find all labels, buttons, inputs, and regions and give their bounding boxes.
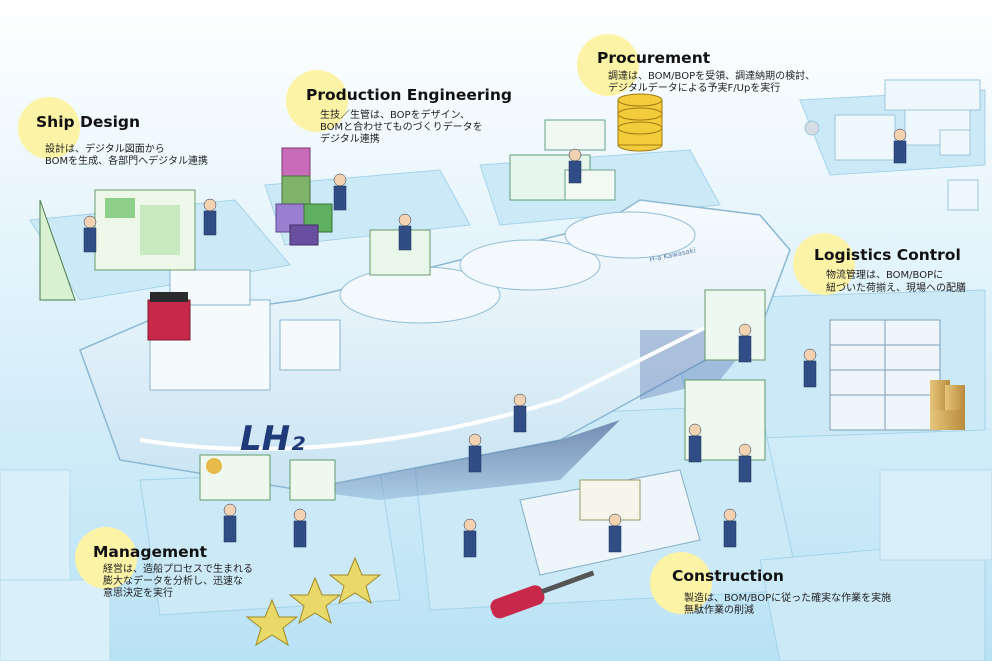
station-desc-line: デジタル連携 — [320, 134, 380, 145]
deck-tanks — [339, 211, 696, 324]
station-desc-line: デジタルデータによる予実F/Upを実行 — [608, 83, 781, 94]
worker-figure — [203, 198, 217, 236]
ship-design-props — [39, 189, 196, 301]
tank-2 — [459, 239, 601, 291]
gold-stars — [245, 556, 382, 647]
station-desc-line: 生技／生管は、BOPをデザイン、 — [320, 110, 470, 121]
block-stack-1 — [281, 147, 311, 177]
yellow-dot — [577, 34, 639, 96]
yellow-dot — [650, 552, 712, 614]
management-props — [199, 454, 382, 647]
ship-hull-shadow — [300, 420, 620, 500]
worker-figure — [723, 508, 737, 548]
construction-screen — [579, 479, 641, 521]
worker-figure — [568, 148, 582, 184]
triangle-ruler-icon — [39, 199, 76, 301]
station-title: Logistics Control — [814, 246, 961, 264]
star-1-icon — [245, 598, 299, 647]
station-desc-line: BOMと合わせてものづくりデータを — [320, 122, 483, 133]
worker-figure — [468, 433, 482, 473]
station-desc-line: 無駄作業の削減 — [684, 605, 754, 616]
star-2-icon — [288, 576, 342, 625]
funnel-top — [150, 292, 188, 302]
funnel — [147, 299, 191, 341]
procurement-panel — [544, 119, 606, 151]
station-title: Production Engineering — [306, 86, 512, 104]
station-desc-line: 経営は、造船プロセスで生まれる — [103, 564, 253, 575]
hull-mark: LH₂ — [240, 419, 305, 459]
station-desc-line: 膨大なデータを分析し、迅速な — [103, 576, 243, 587]
station-desc-line: BOMを生成、各部門へデジタル連携 — [45, 156, 208, 167]
station-desc-line: 設計は、デジタル図面から — [45, 144, 165, 155]
station-desc-line: 調達は、BOM/BOPを受領、調達納期の検討、 — [608, 71, 816, 82]
yellow-dot — [286, 70, 348, 132]
shelf-1 — [884, 79, 981, 111]
pie-chart-icon — [206, 458, 222, 474]
coin-stack-icon — [617, 93, 663, 152]
station-title: Management — [93, 543, 208, 561]
worker-figure — [513, 393, 527, 433]
station-title: Procurement — [597, 49, 711, 67]
logistics-board — [704, 289, 766, 361]
station-desc-line: 物流管理は、BOM/BOPに — [826, 270, 944, 281]
star-3-icon — [328, 556, 382, 605]
station-desc-line: 製造は、BOM/BOPに従った確実な作業を実施 — [684, 593, 892, 604]
bolt-icon — [804, 120, 820, 136]
tank-3 — [564, 211, 696, 259]
worker-figure — [738, 443, 752, 483]
screwdriver-icon — [490, 570, 595, 619]
worker-figure — [893, 128, 907, 164]
mgmt-screen-2 — [289, 459, 336, 501]
worker-figure — [688, 423, 702, 463]
construction-props — [490, 379, 766, 619]
worker-figure — [83, 215, 97, 253]
block-left — [0, 469, 71, 581]
worker-figure — [293, 508, 307, 548]
block-stack-5 — [289, 224, 319, 246]
worker-figure — [333, 173, 347, 211]
worker-figure — [463, 518, 477, 558]
block-stack-2 — [281, 175, 311, 205]
design-screen-inner — [105, 198, 135, 218]
station-desc-line: 紐づいた荷揃え、現場への配膳 — [826, 283, 966, 294]
deck-house — [279, 319, 341, 371]
station-title: Construction — [672, 567, 784, 585]
design-screen-inner-2 — [140, 205, 180, 255]
crate-2 — [947, 179, 979, 211]
right-top-props — [804, 79, 981, 211]
workers — [83, 128, 907, 558]
worker-figure — [803, 348, 817, 388]
worker-figure — [223, 503, 237, 543]
block-left-low — [0, 579, 111, 661]
station-desc-line: 意思決定を実行 — [103, 588, 173, 599]
cad-screen — [834, 114, 896, 161]
pipe-fittings-icon — [930, 380, 965, 430]
yellow-dot — [18, 97, 80, 159]
worker-figure — [608, 513, 622, 553]
yellow-dot — [75, 527, 137, 589]
worker-figure — [398, 213, 412, 251]
ship: LH₂ H-a Kawasaki — [79, 199, 791, 500]
worker-figure — [738, 323, 752, 363]
logistics-props — [704, 289, 965, 431]
station-title: Ship Design — [36, 113, 141, 131]
block-right — [879, 469, 992, 561]
crate-1 — [939, 129, 971, 156]
yellow-dot — [793, 233, 855, 295]
